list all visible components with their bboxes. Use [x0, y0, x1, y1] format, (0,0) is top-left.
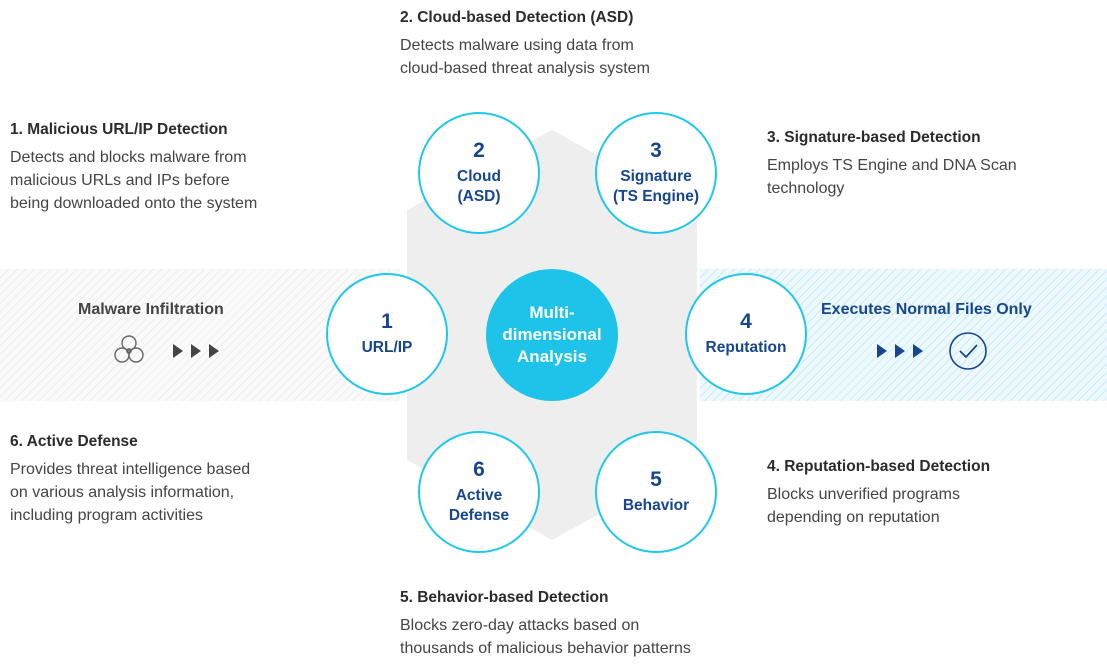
description-body: Blocks zero-day attacks based on thousan… [400, 617, 691, 657]
description-title: 4. Reputation-based Detection [767, 458, 991, 475]
node-number: 2 [473, 139, 485, 162]
node-label: Active Defense [448, 487, 510, 524]
node-number: 6 [473, 458, 485, 481]
description-url-ip: 1. Malicious URL/IP Detection Detects an… [10, 120, 257, 215]
node-label: Cloud (ASD) [457, 168, 501, 205]
check-circle-icon [949, 332, 987, 370]
description-body: Blocks unverified programs depending on … [767, 486, 960, 526]
node-label: Behavior [622, 497, 690, 514]
node-label: Reputation [705, 339, 787, 356]
node-number: 4 [740, 310, 752, 333]
node-active-defense: 6 Active Defense [418, 431, 540, 553]
description-active-defense: 6. Active Defense Provides threat intell… [10, 432, 250, 527]
description-title: 3. Signature-based Detection [767, 129, 981, 146]
malware-infiltration-label: Malware Infiltration [78, 301, 224, 318]
node-url-ip: 1 URL/IP [326, 273, 448, 395]
node-reputation: 4 Reputation [685, 273, 807, 395]
description-behavior: 5. Behavior-based Detection Blocks zero-… [400, 588, 691, 660]
description-body: Employs TS Engine and DNA Scan technolog… [767, 157, 1017, 197]
input-arrows-icon [173, 344, 219, 358]
biohazard-icon [114, 335, 144, 363]
node-cloud: 2 Cloud (ASD) [418, 112, 540, 234]
description-signature: 3. Signature-based Detection Employs TS … [767, 128, 1017, 200]
description-body: Detects and blocks malware from maliciou… [10, 149, 258, 212]
node-signature: 3 Signature (TS Engine) [595, 112, 717, 234]
executes-normal-files-label: Executes Normal Files Only [821, 301, 1032, 318]
description-title: 6. Active Defense [10, 433, 138, 450]
node-label: URL/IP [361, 339, 413, 356]
node-number: 3 [650, 139, 662, 162]
output-arrows-icon [877, 344, 923, 358]
node-behavior: 5 Behavior [595, 431, 717, 553]
node-number: 5 [650, 468, 662, 491]
description-title: 1. Malicious URL/IP Detection [10, 121, 228, 138]
center-analysis-circle: Multi- dimensional Analysis [486, 269, 618, 401]
node-number: 1 [381, 310, 393, 333]
description-body: Detects malware using data from cloud-ba… [400, 37, 650, 77]
description-cloud: 2. Cloud-based Detection (ASD) Detects m… [400, 8, 650, 80]
description-body: Provides threat intelligence based on va… [10, 461, 251, 524]
description-title: 2. Cloud-based Detection (ASD) [400, 9, 634, 26]
description-title: 5. Behavior-based Detection [400, 589, 609, 606]
description-reputation: 4. Reputation-based Detection Blocks unv… [767, 457, 990, 529]
node-label: Signature (TS Engine) [612, 168, 700, 205]
